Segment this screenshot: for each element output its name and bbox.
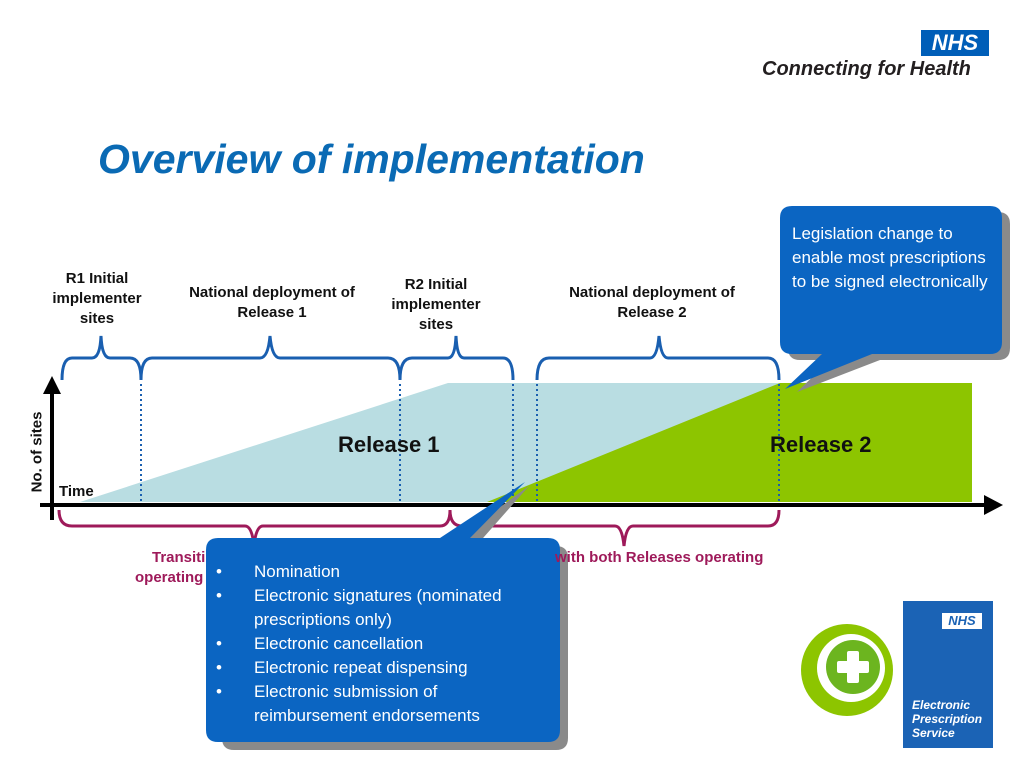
legislation-callout: [780, 206, 1002, 389]
phase-label-r2-national: National deployment of Release 2: [569, 284, 735, 321]
phase-brace-r2-initial: [398, 335, 515, 381]
list-item: Nomination: [208, 560, 548, 584]
phase-label-r1-national: National deployment of Release 1: [189, 284, 355, 321]
release-2-area: [487, 383, 972, 502]
release-1-label: Release 1: [338, 432, 440, 457]
eps-nhs-badge: NHS: [942, 613, 982, 629]
phase-brace-r1-national: [139, 335, 402, 381]
transition-label-line1: Transiti: [152, 549, 206, 566]
x-axis-arrow: [984, 495, 1003, 515]
phase-label-r2-initial: R2 Initial implementer sites: [391, 276, 481, 333]
page-title: Overview of implementation: [98, 136, 645, 182]
eps-logo-line: Prescription: [912, 712, 983, 726]
features-list: Nomination Electronic signatures (nomina…: [208, 560, 548, 728]
release-2-label: Release 2: [770, 432, 872, 457]
list-item: Electronic repeat dispensing: [208, 656, 548, 680]
y-axis-arrow: [43, 376, 61, 394]
phase-label-r1-initial: R1 Initial implementer sites: [52, 270, 142, 327]
eps-logo-mark: [801, 624, 893, 726]
eps-logo-line: Electronic: [912, 698, 971, 712]
list-item: Electronic cancellation: [208, 632, 548, 656]
nhs-logo: NHS: [921, 30, 989, 56]
eps-logo-text: Electronic Prescription Service: [912, 698, 982, 740]
transition-label-right: with both Releases operating: [555, 549, 764, 566]
transition-brace-right: [448, 509, 781, 547]
transition-label-line2: operating: [135, 569, 204, 586]
features-callout-text: Nomination Electronic signatures (nomina…: [208, 560, 548, 728]
list-item: Electronic signatures (nominated prescri…: [208, 584, 548, 632]
x-axis-label: Time: [59, 483, 94, 500]
list-item: Electronic submission of reimbursement e…: [208, 680, 548, 728]
y-axis-label: No. of sites: [28, 411, 46, 493]
legislation-callout-text: Legislation change to enable most prescr…: [792, 224, 988, 291]
phase-brace-r2-national: [535, 335, 781, 381]
org-name: Connecting for Health: [762, 58, 971, 80]
phase-brace-r1-initial: [60, 335, 143, 381]
eps-logo-line: Service: [912, 726, 955, 740]
